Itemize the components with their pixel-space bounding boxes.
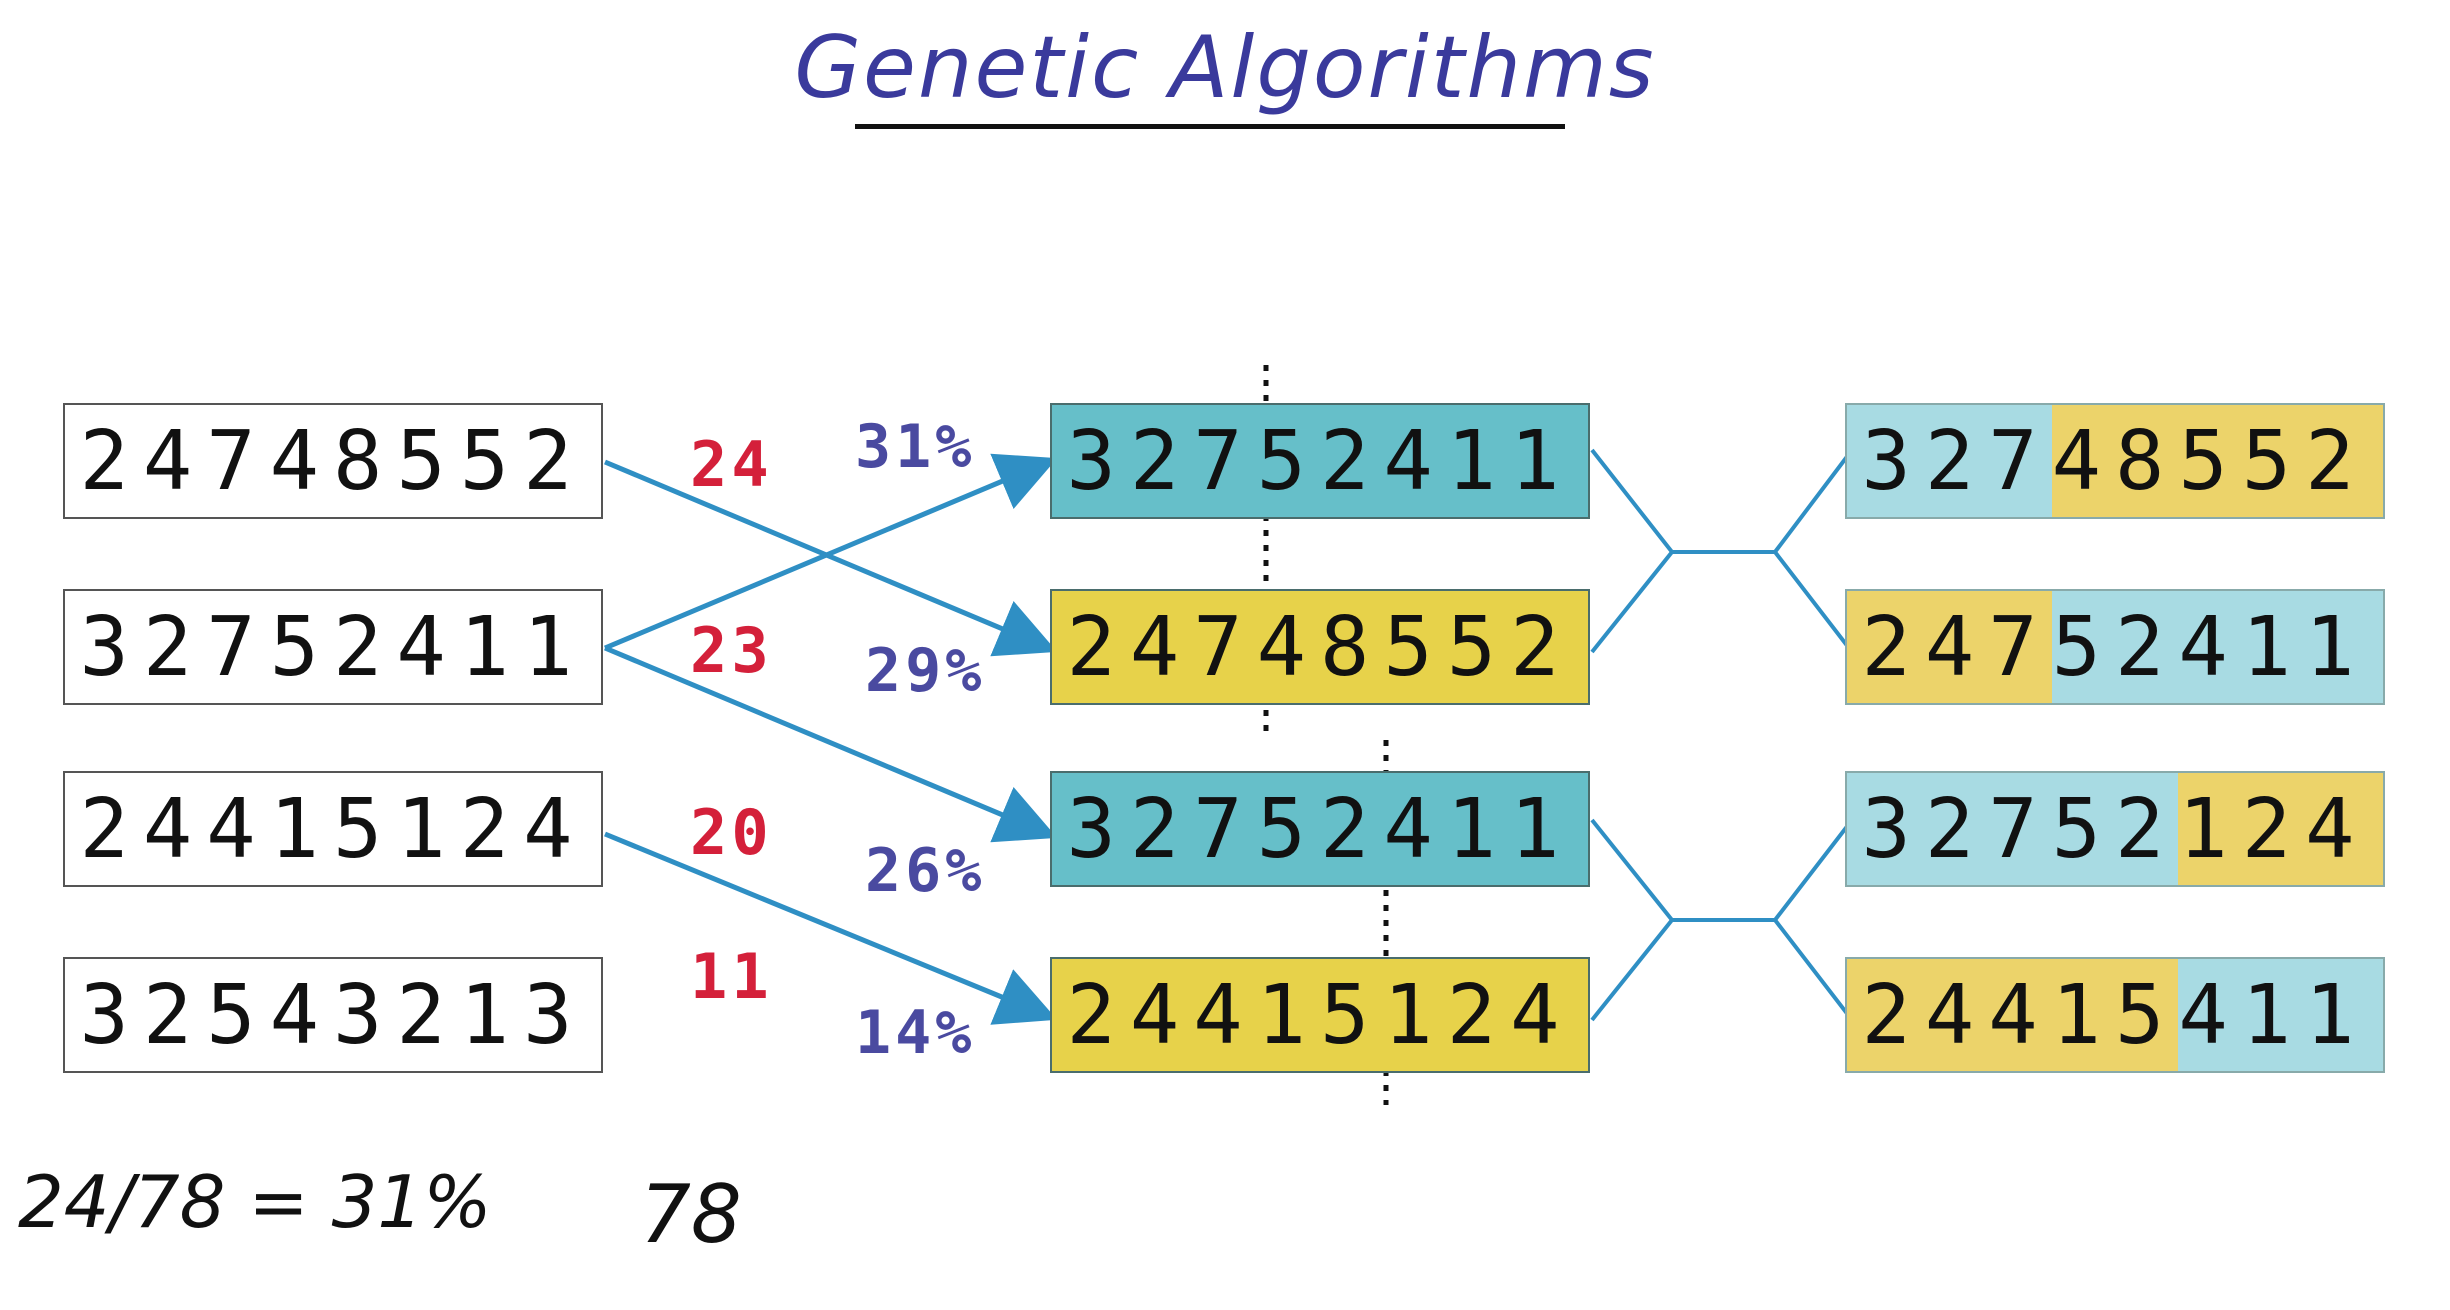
population-individual-4: 32543213 (63, 957, 603, 1073)
offspring-2-part-b: 52411 (2051, 591, 2383, 703)
crossover-bracket-2 (1590, 818, 1854, 922)
offspring-1-part-a: 327 (1847, 405, 2052, 517)
fitness-score-4: 11 (690, 940, 773, 1013)
offspring-2-part-a: 247 (1847, 591, 2052, 703)
selection-arrow-4 (604, 831, 1058, 1025)
selected-individual-4: 24415124 (1050, 957, 1590, 1073)
crossover-bracket-1b (1590, 550, 1854, 654)
offspring-1-part-b: 48552 (2051, 405, 2383, 517)
offspring-4-part-a: 24415 (1847, 959, 2179, 1071)
crossover-bracket-1 (1590, 448, 1854, 554)
selection-arrow-3 (604, 645, 1058, 843)
population-individual-2: 32752411 (63, 589, 603, 705)
selected-individual-1: 32752411 (1050, 403, 1590, 519)
title-underline (855, 124, 1565, 129)
selection-prob-3: 26% (865, 836, 986, 906)
fitness-score-1: 24 (690, 428, 773, 501)
selection-prob-2: 29% (865, 636, 986, 706)
offspring-4-part-b: 411 (2178, 959, 2383, 1071)
fitness-score-2: 23 (690, 614, 773, 687)
selection-arrow-2 (604, 453, 1058, 651)
fitness-score-3: 20 (690, 796, 773, 869)
offspring-3-part-a: 32752 (1847, 773, 2179, 885)
crossover-bracket-2b (1590, 918, 1854, 1022)
handwritten-calculation: 24/78 = 31% (18, 1160, 492, 1244)
population-individual-1: 24748552 (63, 403, 603, 519)
population-individual-3: 24415124 (63, 771, 603, 887)
selected-individual-3: 32752411 (1050, 771, 1590, 887)
selected-individual-2: 24748552 (1050, 589, 1590, 705)
page-title: Genetic Algorithms (794, 18, 1656, 118)
handwritten-total: 78 (640, 1168, 742, 1261)
selection-prob-4: 14% (855, 998, 976, 1068)
offspring-3-part-b: 124 (2178, 773, 2383, 885)
selection-prob-1: 31% (855, 412, 976, 482)
